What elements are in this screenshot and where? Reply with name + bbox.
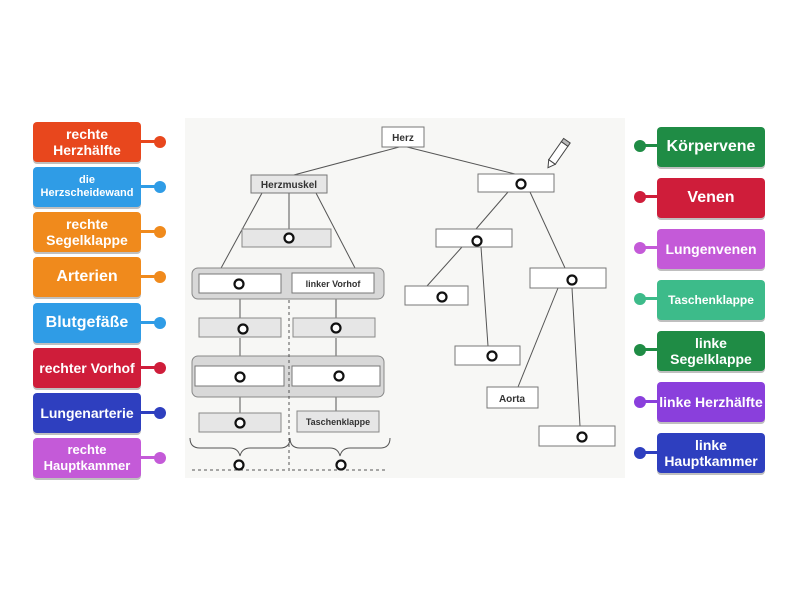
tile-label: Lungenvenen [665, 241, 757, 257]
tile-rechte-herzhaelfte[interactable]: rechte Herzhälfte [33, 122, 141, 162]
tile-label: rechte Hauptkammer [43, 442, 131, 473]
tile-venen[interactable]: Venen [657, 178, 765, 218]
answer-slot[interactable] [404, 285, 469, 306]
drop-target[interactable] [486, 350, 498, 362]
herzmuskel-label: Herzmuskel [261, 180, 317, 191]
linker-vorhof-box [291, 272, 375, 294]
drop-target[interactable] [471, 235, 483, 247]
tile-arterien[interactable]: Arterien [33, 257, 141, 297]
drop-target[interactable] [237, 323, 249, 335]
tile-rechte-hauptkammer[interactable]: rechte Hauptkammer [33, 438, 141, 478]
drop-target[interactable] [436, 291, 448, 303]
tile-label: Lungenarterie [40, 405, 134, 421]
drop-target[interactable] [333, 370, 345, 382]
tile-connector-dot[interactable] [154, 362, 166, 374]
tile-connector-dot[interactable] [154, 407, 166, 419]
drop-target[interactable] [234, 371, 246, 383]
tile-label: linke Segelklappe [670, 335, 752, 367]
tile-connector-dot[interactable] [154, 226, 166, 238]
aorta-label: Aorta [499, 394, 526, 405]
tile-connector [640, 246, 658, 249]
tile-label: rechter Vorhof [39, 360, 135, 376]
tile-connector [141, 411, 159, 414]
tile-label: Arterien [56, 268, 118, 285]
tile-connector-dot[interactable] [154, 136, 166, 148]
tile-connector [141, 321, 159, 324]
tile-connector [640, 348, 658, 351]
herz-label: Herz [392, 133, 414, 144]
taschenklappe-label: Taschenklappe [306, 417, 370, 427]
drop-target[interactable] [566, 274, 578, 286]
tile-label: linke Herzhälfte [659, 394, 763, 410]
tile-lungenvenen[interactable]: Lungenvenen [657, 229, 765, 269]
tile-connector-dot[interactable] [154, 317, 166, 329]
linker-vorhof-label: linker Vorhof [306, 279, 362, 289]
tile-connector [141, 230, 159, 233]
tile-linke-segelklappe[interactable]: linke Segelklappe [657, 331, 765, 371]
tile-connector [640, 451, 658, 454]
tile-connector-dot[interactable] [154, 271, 166, 283]
drop-target[interactable] [233, 278, 245, 290]
tile-connector [640, 195, 658, 198]
tile-connector [640, 144, 658, 147]
tile-rechte-segelklappe[interactable]: rechte Segelklappe [33, 212, 141, 252]
tile-linke-herzhaelfte[interactable]: linke Herzhälfte [657, 382, 765, 422]
tile-connector [141, 185, 159, 188]
drop-target[interactable] [330, 322, 342, 334]
tile-label: rechte Segelklappe [46, 216, 128, 248]
tile-label: Körpervene [666, 138, 756, 155]
drop-target[interactable] [233, 459, 245, 471]
tile-rechter-vorhof[interactable]: rechter Vorhof [33, 348, 141, 388]
tile-taschenklappe[interactable]: Taschenklappe [657, 280, 765, 320]
tile-connector [141, 140, 159, 143]
tile-connector [640, 297, 658, 300]
drop-target[interactable] [335, 459, 347, 471]
tile-connector [141, 366, 159, 369]
tile-die-herzscheidewand[interactable]: die Herzscheidewand [33, 167, 141, 207]
aorta-box [486, 386, 539, 409]
connector-lines [219, 145, 581, 427]
herz-box [381, 126, 425, 148]
drop-target[interactable] [234, 417, 246, 429]
tile-blutgefaesse[interactable]: Blutgefäße [33, 303, 141, 343]
tile-koerpervene[interactable]: Körpervene [657, 127, 765, 167]
pencil-icon [547, 137, 571, 169]
tile-label: die Herzscheidewand [40, 174, 134, 199]
tile-linke-hauptkammer[interactable]: linke Hauptkammer [657, 433, 765, 473]
drop-target[interactable] [576, 431, 588, 443]
tile-connector-dot[interactable] [154, 452, 166, 464]
tile-label: Taschenklappe [668, 293, 754, 307]
drop-target[interactable] [515, 178, 527, 190]
tile-label: Venen [687, 189, 735, 206]
tile-label: linke Hauptkammer [664, 437, 758, 469]
tile-lungenarterie[interactable]: Lungenarterie [33, 393, 141, 433]
tile-connector [141, 275, 159, 278]
tile-connector-dot[interactable] [154, 181, 166, 193]
drop-target[interactable] [283, 232, 295, 244]
taschenklappe-box [296, 410, 380, 433]
tile-connector [141, 456, 159, 459]
tile-label: Blutgefäße [45, 314, 129, 331]
tile-label: rechte Herzhälfte [53, 126, 121, 158]
tile-connector [640, 400, 658, 403]
herzmuskel-box [250, 174, 328, 194]
